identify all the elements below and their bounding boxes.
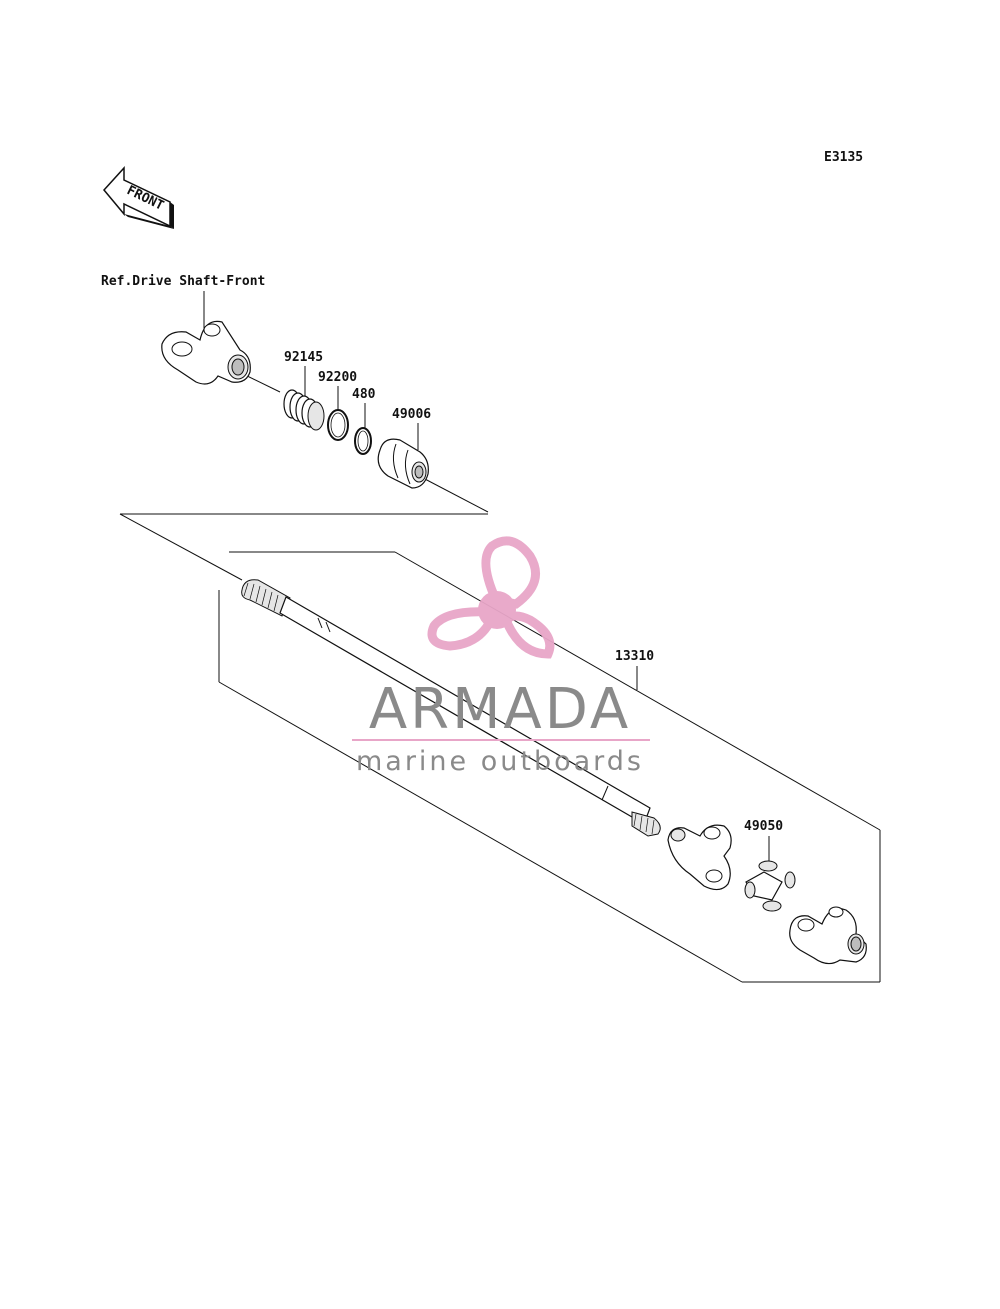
- lower-bracket-lines: [218, 590, 881, 983]
- rear-yoke-lower: [789, 906, 867, 965]
- cross-joint-49050: [744, 860, 796, 912]
- upper-bracket-lines: [119, 370, 489, 581]
- label-49050: 49050: [744, 819, 783, 834]
- circlip-480: [354, 427, 372, 455]
- ref-label: Ref.Drive Shaft-Front: [101, 274, 265, 289]
- drive-shaft-13310: [229, 551, 881, 837]
- front-arrow-icon: FRONT: [103, 166, 174, 229]
- label-49006: 49006: [392, 407, 431, 422]
- spring-92145: [283, 389, 325, 431]
- label-13310: 13310: [615, 649, 654, 664]
- label-480: 480: [352, 387, 376, 402]
- boot-49006: [377, 438, 429, 489]
- diagram-code: E3135: [824, 150, 863, 165]
- brand-logo-icon: [427, 536, 555, 659]
- brand-name: ARMADA: [369, 677, 631, 742]
- front-yoke: [161, 320, 251, 385]
- rear-yoke-upper: [667, 824, 732, 891]
- brand-tagline: marine outboards: [356, 746, 644, 777]
- label-92200: 92200: [318, 370, 357, 385]
- ring-92200: [327, 409, 349, 441]
- label-92145: 92145: [284, 350, 323, 365]
